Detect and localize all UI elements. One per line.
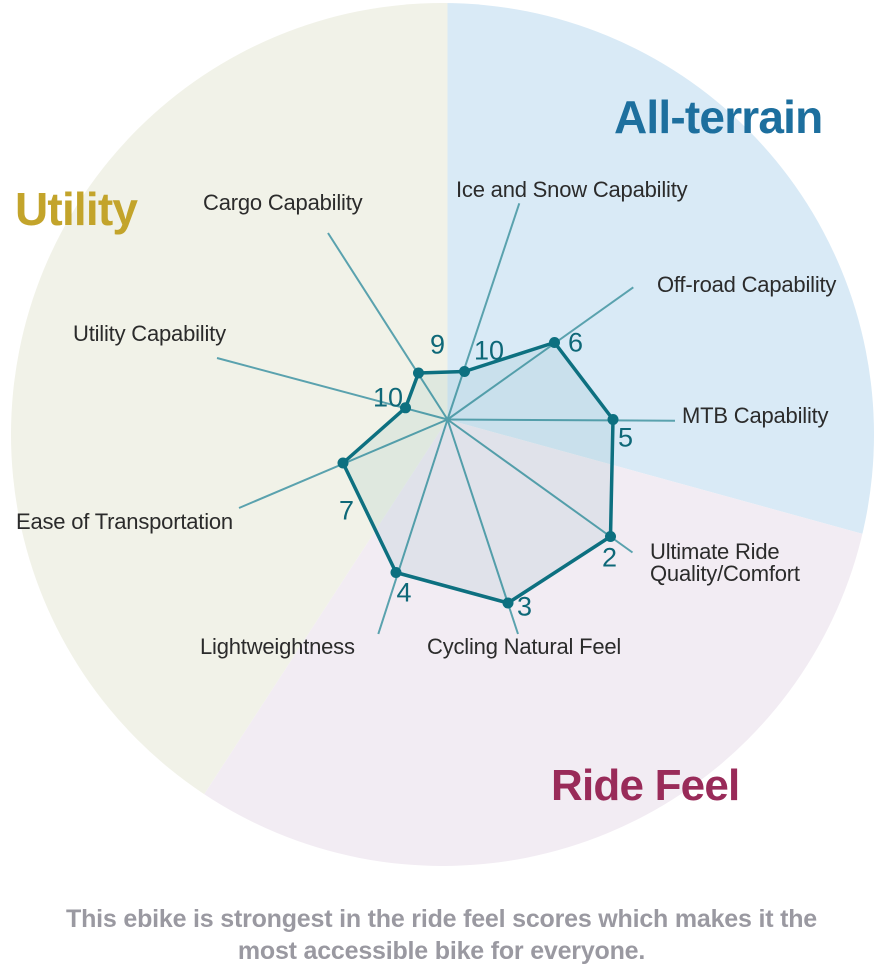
axis-spoke-ultimate-ride-quality-comfort <box>446 418 634 554</box>
group-label-utility: Utility <box>15 183 138 235</box>
chart-caption: This ebike is strongest in the ride feel… <box>0 903 883 967</box>
vertex-dot-ease-of-transportation <box>337 457 349 469</box>
axis-value-mtb-capability: 5 <box>617 422 634 452</box>
chart-caption-line-1: This ebike is strongest in the ride feel… <box>66 905 817 933</box>
axis-spoke-off-road-capability <box>446 286 634 421</box>
group-label-ride-feel: Ride Feel <box>551 761 740 810</box>
axis-value-off-road-capability: 6 <box>567 327 584 357</box>
axis-value-ice-and-snow-capability: 10 <box>473 335 505 366</box>
axis-label-line: Ultimate Ride <box>650 539 780 564</box>
axis-label-utility-capability: Utility Capability <box>73 323 226 345</box>
sector-all-terrain <box>447 3 874 547</box>
axis-label-line: Cargo Capability <box>203 190 363 215</box>
axis-spoke-cargo-capability <box>327 232 449 421</box>
axis-label-line: Utility Capability <box>73 321 226 346</box>
axis-spoke-mtb-capability <box>447 418 676 422</box>
axis-value-cargo-capability: 9 <box>429 329 446 360</box>
vertex-dot-utility-capability <box>400 402 411 414</box>
axis-label-line: Cycling Natural Feel <box>427 634 622 659</box>
axis-label-line: Ice and Snow Capability <box>456 177 688 202</box>
axis-value-utility-capability: 10 <box>372 382 404 412</box>
axis-value-lightweightness: 4 <box>396 577 412 607</box>
axis-spoke-lightweightness <box>377 419 449 635</box>
axis-value-cycling-natural-feel: 3 <box>516 591 533 622</box>
axis-label-line: Lightweightness <box>200 634 355 659</box>
group-label-all-terrain: All-terrain <box>614 91 823 143</box>
axis-label-lightweightness: Lightweightness <box>200 636 355 658</box>
vertex-dot-off-road-capability <box>549 337 560 348</box>
axis-label-line: Ease of Transportation <box>16 509 233 534</box>
vertex-dot-mtb-capability <box>607 414 619 425</box>
axis-label-cycling-natural-feel: Cycling Natural Feel <box>427 636 621 658</box>
axis-label-mtb-capability: MTB Capability <box>682 403 829 428</box>
axis-label-cargo-capability: Cargo Capability <box>203 190 363 215</box>
axis-label-line: Quality/Comfort <box>650 561 800 586</box>
vertex-dot-cycling-natural-feel <box>502 597 514 609</box>
vertex-dot-cargo-capability <box>413 367 424 379</box>
vertex-dot-ice-and-snow-capability <box>459 366 470 377</box>
axis-label-ice-and-snow-capability: Ice and Snow Capability <box>456 177 688 202</box>
axis-label-ease-of-transportation: Ease of Transportation <box>16 511 233 533</box>
axis-value-ease-of-transportation: 7 <box>338 495 355 525</box>
vertex-dot-lightweightness <box>390 567 402 578</box>
vertex-dot-ultimate-ride-quality-comfort <box>605 531 616 542</box>
axis-label-line: Off-road Capability <box>657 272 837 297</box>
chart-caption-line-2: most accessible bike for everyone. <box>237 937 646 965</box>
axis-label-line: MTB Capability <box>682 403 829 428</box>
axis-label-off-road-capability: Off-road Capability <box>657 274 836 296</box>
axis-spoke-ice-and-snow-capability <box>446 202 521 420</box>
axis-value-ultimate-ride-quality-comfort: 2 <box>601 542 618 573</box>
